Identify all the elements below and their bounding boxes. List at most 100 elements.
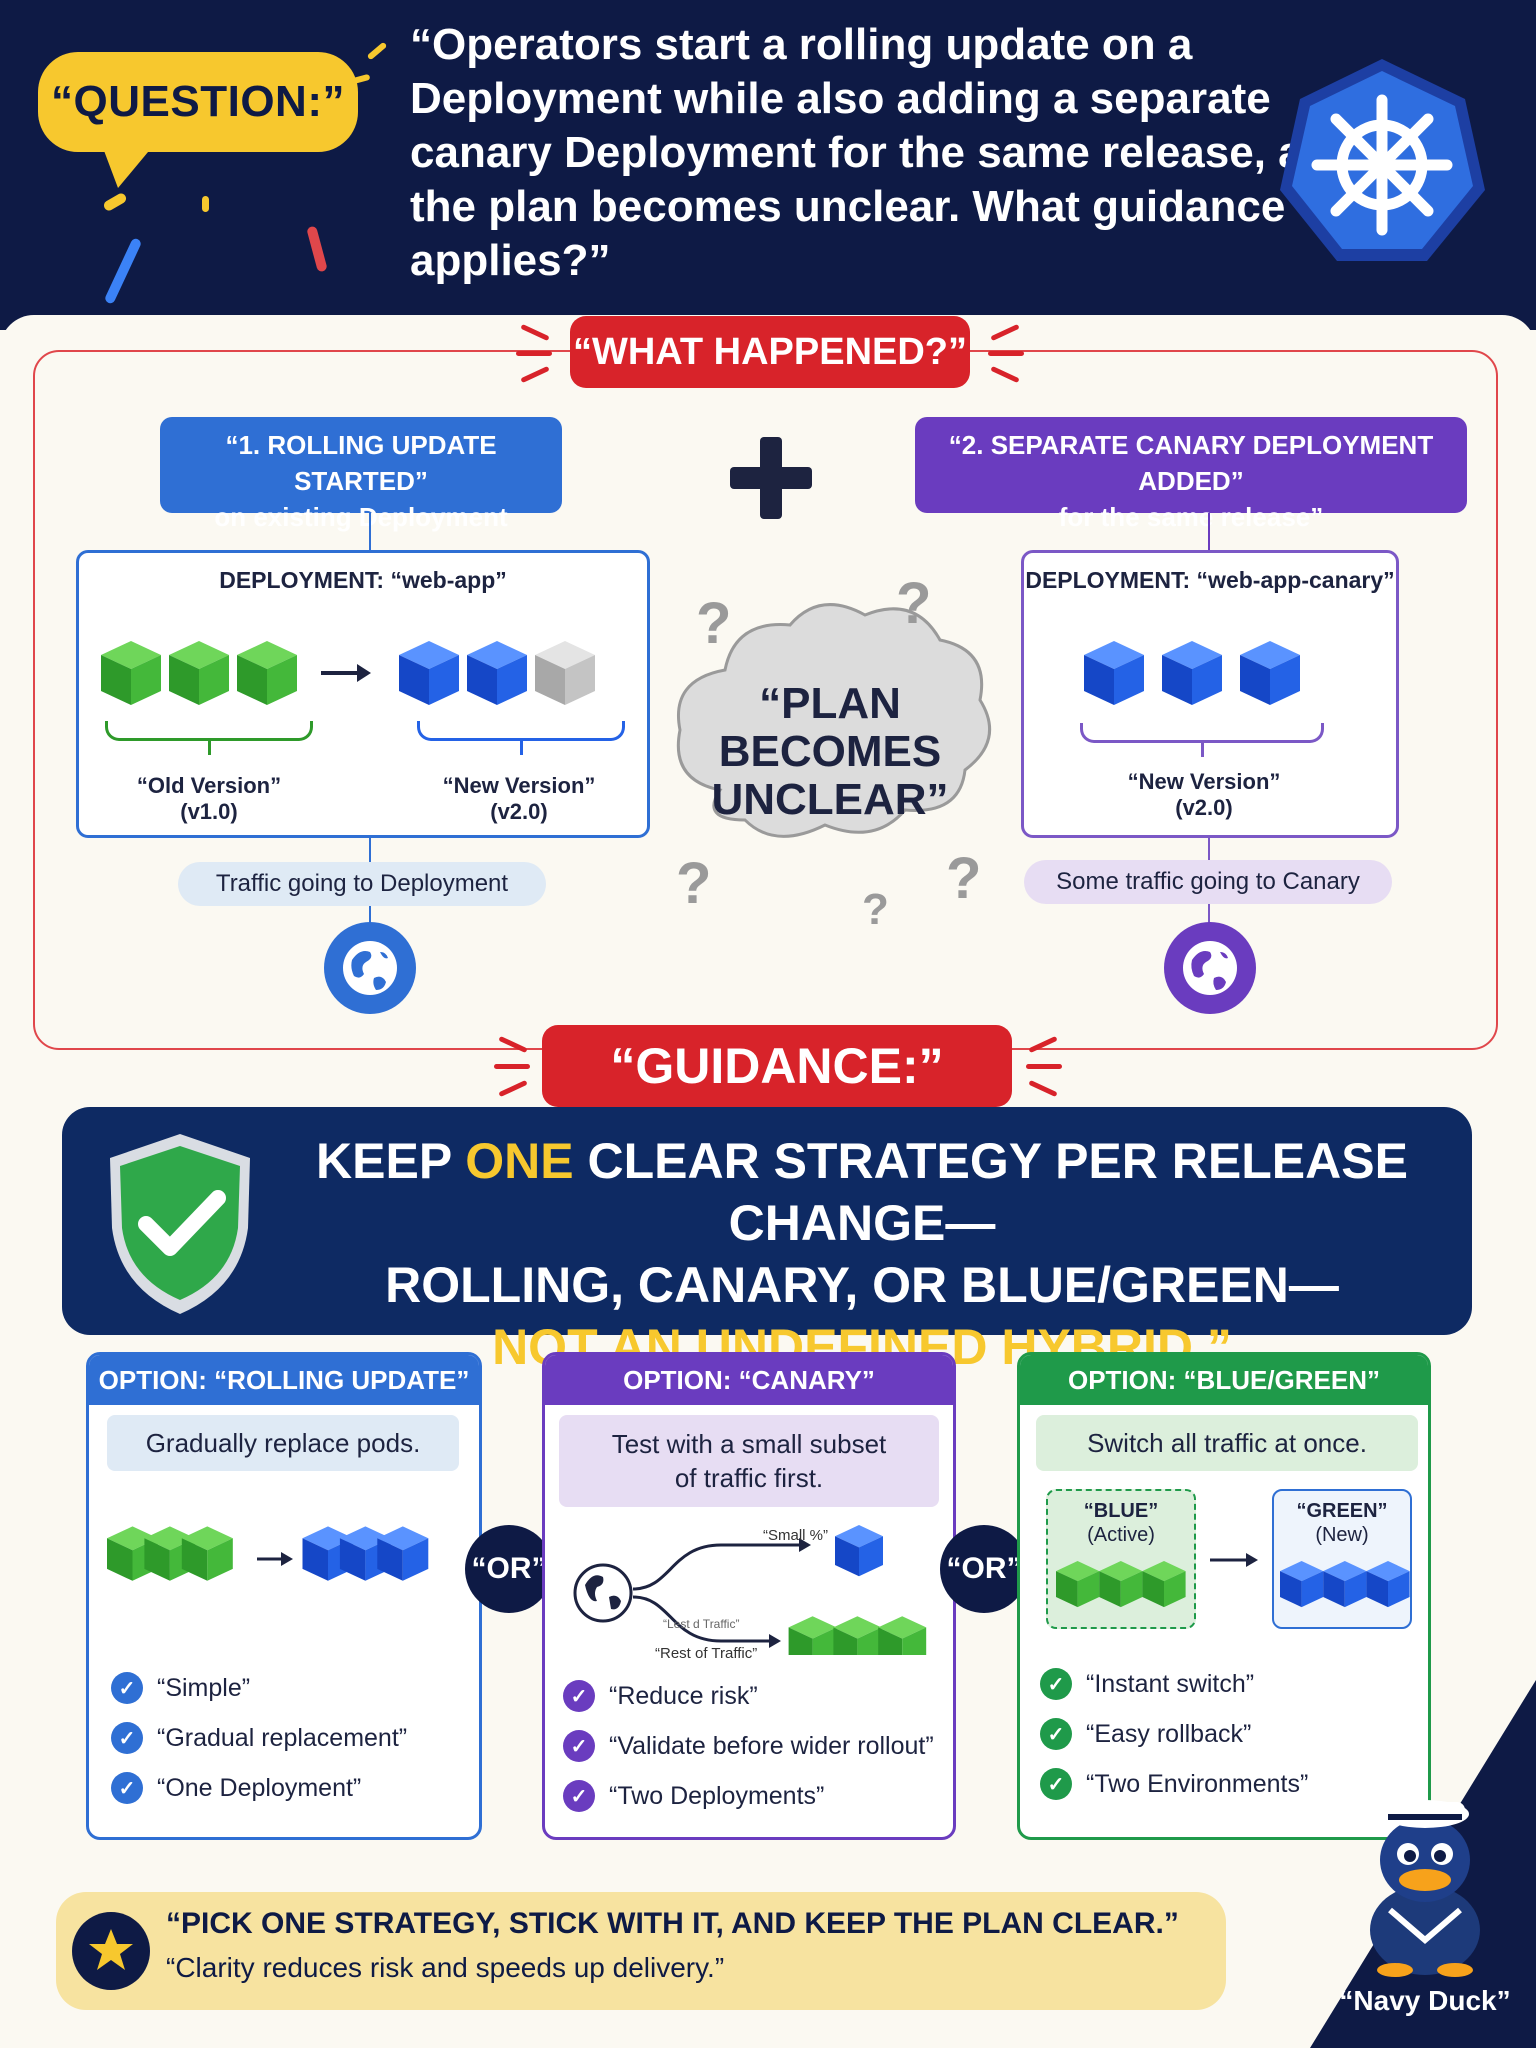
benefit-text: “One Deployment” [157, 1773, 362, 1802]
banner-burst [494, 1064, 530, 1069]
confusion-cloud [676, 603, 992, 838]
decor-streak [202, 196, 209, 212]
plan-unclear-text: “PLAN BECOMES UNCLEAR” [660, 680, 1000, 824]
env-name: “BLUE” [1083, 1500, 1159, 1522]
check-icon: ✓ [1040, 1768, 1072, 1800]
benefit-item: ✓ “Gradual replacement” [111, 1713, 407, 1763]
benefit-text: “Validate before wider rollout” [609, 1731, 934, 1760]
check-icon: ✓ [563, 1730, 595, 1762]
old-version-label: “Old Version” (v1.0) [99, 773, 319, 825]
speech-bubble-tail [100, 140, 158, 188]
canary-diagram [573, 1525, 927, 1655]
brace-tip [520, 741, 523, 755]
option-description-line: of traffic first. [674, 1463, 824, 1493]
cloud-line: UNCLEAR” [711, 775, 949, 824]
blue-environment: “BLUE” (Active) [1046, 1489, 1196, 1629]
question-mark-icon: ? [696, 591, 732, 656]
guidance-statement: KEEP ONE CLEAR STRATEGY PER RELEASE CHAN… [262, 1130, 1462, 1378]
check-icon: ✓ [563, 1680, 595, 1712]
banner-burst [1028, 1079, 1058, 1098]
connector-line [369, 513, 371, 551]
bluegreen-benefits: ✓“Instant switch” ✓ “Easy rollback” ✓ “Two… [1040, 1659, 1308, 1809]
benefit-item: ✓“Simple” [111, 1663, 407, 1713]
env-name: “GREEN” [1296, 1500, 1388, 1522]
plus-icon-bar [730, 467, 812, 489]
check-icon: ✓ [111, 1772, 143, 1804]
check-icon: ✓ [1040, 1718, 1072, 1750]
guidance-text-part: KEEP [316, 1133, 466, 1189]
star-shape [89, 1929, 133, 1970]
benefit-item: ✓ “One Deployment” [111, 1763, 407, 1813]
new-version-brace [417, 721, 625, 741]
step2-canary-label: “2. SEPARATE CANARY DEPLOYMENT ADDED” fo… [915, 417, 1467, 532]
benefit-item: ✓“Instant switch” [1040, 1659, 1308, 1709]
shield-check-icon [110, 1134, 250, 1314]
rest-traffic-label: “Rest of Traffic” [655, 1645, 758, 1662]
option-title: OPTION: “ROLLING UPDATE” [89, 1355, 479, 1405]
benefit-text: “Reduce risk” [609, 1681, 758, 1710]
canary-version-number: (v2.0) [1175, 795, 1233, 820]
guidance-banner: “GUIDANCE:” [542, 1025, 1012, 1107]
rolling-diagram [107, 1526, 429, 1581]
step2-title: “2. SEPARATE CANARY DEPLOYMENT ADDED” [948, 430, 1434, 496]
option-description-line: Test with a small subset [611, 1429, 887, 1459]
canary-pod-cubes [1084, 641, 1300, 705]
canary-version-name: “New Version” [1127, 769, 1281, 794]
old-version-number: (v1.0) [180, 799, 238, 824]
switch-arrow-icon [1210, 1553, 1258, 1567]
benefit-item: ✓ “Easy rollback” [1040, 1709, 1308, 1759]
env-status: (Active) [1087, 1524, 1155, 1546]
option-description: Gradually replace pods. [107, 1415, 459, 1471]
globe-icon [1164, 922, 1256, 1014]
mascot-name: “Navy Duck” [1339, 1985, 1511, 2016]
globe-icon [324, 922, 416, 1014]
canary-benefits: ✓ “Reduce risk” ✓ “Validate before wider r… [563, 1671, 934, 1821]
option-card-bluegreen: OPTION: “BLUE/GREEN” Switch all traffic … [1017, 1352, 1431, 1840]
banner-burst [988, 351, 1024, 356]
benefit-text: “Two Environments” [1086, 1769, 1309, 1798]
option-description: Test with a small subset of traffic firs… [559, 1415, 939, 1507]
option-card-rolling: OPTION: “ROLLING UPDATE” Gradually repla… [86, 1352, 482, 1840]
what-happened-banner: “WHAT HAPPENED?” [570, 316, 970, 388]
brace-tip [1201, 743, 1204, 757]
rolling-benefits: ✓“Simple” ✓ “Gradual replacement” ✓ “One D… [111, 1663, 407, 1813]
deployment-title: DEPLOYMENT: “web-app-canary” [1025, 567, 1395, 593]
connector-line [1208, 513, 1210, 551]
navy-duck-mascot [1370, 1800, 1480, 1977]
benefit-item: ✓ “Validate before wider rollout” [563, 1721, 934, 1771]
option-card-canary: OPTION: “CANARY” Test with a small subse… [542, 1352, 956, 1840]
option-title: OPTION: “CANARY” [545, 1355, 953, 1405]
traffic-to-canary: Some traffic going to Canary [1024, 860, 1392, 904]
benefit-item: ✓ “Reduce risk” [563, 1671, 934, 1721]
benefit-item: ✓ “Two Environments” [1040, 1759, 1308, 1809]
blue-env-cubes [1056, 1561, 1186, 1608]
new-version-name: “New Version” [442, 773, 596, 798]
new-version-number: (v2.0) [490, 799, 548, 824]
benefit-text: “Two Deployments” [609, 1781, 825, 1810]
step2-subtitle: for the same release” [1058, 502, 1324, 532]
green-env-cubes [1280, 1561, 1410, 1608]
guidance-highlight: ONE [465, 1133, 574, 1189]
guidance-text-part: CLEAR STRATEGY PER RELEASE CHANGE— [573, 1133, 1408, 1251]
benefit-text: “Easy rollback” [1086, 1719, 1252, 1748]
option-title: OPTION: “BLUE/GREEN” [1020, 1355, 1428, 1405]
rest-traffic-label-faint: “Lest d Traffic” [663, 1617, 740, 1631]
step1-rolling-label: “1. ROLLING UPDATE STARTED” on existing … [160, 417, 562, 532]
step1-subtitle: on existing Deployment [214, 502, 508, 532]
deployment-title: DEPLOYMENT: “web-app” [219, 567, 507, 593]
small-traffic-label: “Small %” [763, 1527, 829, 1544]
benefit-text: “Instant switch” [1086, 1669, 1255, 1698]
new-version-label: “New Version” (v2.0) [409, 773, 629, 825]
check-icon: ✓ [111, 1722, 143, 1754]
cloud-line: “PLAN [759, 679, 901, 728]
question-mark-icon: ? [676, 851, 712, 916]
star-icon [72, 1912, 150, 1990]
step1-title: “1. ROLLING UPDATE STARTED” [225, 430, 497, 496]
env-status: (New) [1315, 1524, 1369, 1546]
pod-cubes [101, 641, 595, 705]
check-icon: ✓ [563, 1780, 595, 1812]
question-tag: “QUESTION:” [38, 52, 358, 152]
guidance-line: ROLLING, CANARY, OR BLUE/GREEN— [385, 1257, 1339, 1313]
kubernetes-helm-icon [1280, 59, 1485, 261]
benefit-text: “Gradual replacement” [157, 1723, 408, 1752]
